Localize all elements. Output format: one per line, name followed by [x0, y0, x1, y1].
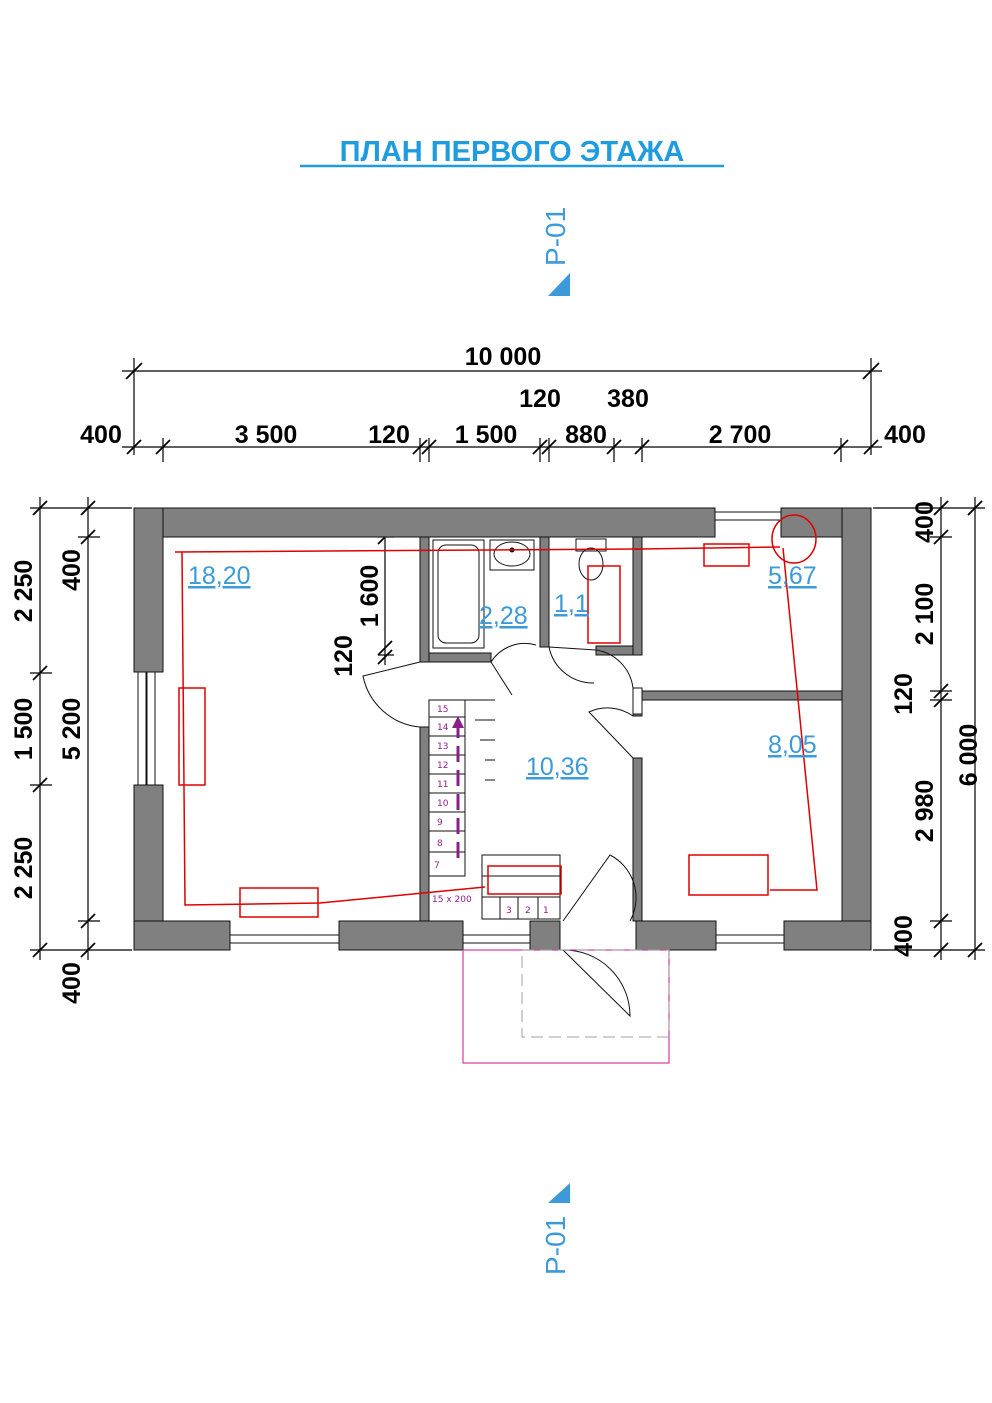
dim-left-inner: 400	[58, 962, 86, 1004]
stair-step-number: 13	[437, 742, 448, 752]
section-mark-bottom: P-01	[540, 1183, 571, 1275]
radiator	[587, 565, 621, 644]
dim-left-outer: 2 250	[10, 837, 38, 900]
stair-step-number: 14	[437, 723, 449, 733]
windows	[137, 511, 785, 944]
stair-step-number: 8	[437, 839, 443, 849]
dim-top-chain: 2 700	[709, 421, 772, 449]
room-area-living: 18,20	[188, 562, 251, 590]
dim-left-inner: 400	[58, 549, 86, 591]
dim-right-inner: 2 980	[911, 780, 939, 843]
dim-left-outer: 1 500	[10, 698, 38, 761]
stair-arrow-icon	[452, 716, 464, 728]
stair-step-number: 7	[434, 861, 440, 871]
radiator	[178, 687, 206, 786]
stair-step-number: 1	[543, 906, 549, 916]
heating-pipe	[770, 547, 818, 891]
dim-right-inner: 2 100	[911, 583, 939, 646]
dim-right-inner: 400	[911, 501, 939, 543]
dim-top-chain: 3 500	[235, 421, 298, 449]
dim-top-chain: 1 500	[455, 421, 518, 449]
porch-outline	[462, 949, 670, 1064]
heating-pipe	[174, 548, 641, 553]
staircase	[428, 699, 561, 920]
stair-note: 15 x 200	[432, 895, 472, 905]
stair-step-number: 3	[506, 906, 512, 916]
heating-pipe	[181, 551, 486, 906]
dim-top-total: 10 000	[465, 343, 541, 371]
dim-left-inner: 5 200	[58, 698, 86, 761]
doors	[362, 642, 643, 1018]
plumbing-fixtures	[432, 538, 607, 649]
dim-top-upper: 120	[519, 385, 561, 413]
dimension-labels: 10 000 120 380 400 3 500 120 1 500 880 2…	[10, 343, 983, 1004]
room-area-labels: 18,20 2,28 1,1 5,67 10,36 8,05	[188, 562, 817, 781]
section-mark-top: P-01	[540, 207, 571, 296]
room-area-wc: 1,1	[554, 590, 589, 618]
section-label-top: P-01	[540, 207, 571, 266]
dim-right-outer: 6 000	[955, 724, 983, 787]
dim-top-chain: 120	[368, 421, 410, 449]
heating-system	[174, 514, 818, 918]
dim-top-chain: 400	[884, 421, 926, 449]
room-area-small-room: 5,67	[768, 562, 817, 590]
dim-top-upper: 380	[607, 385, 649, 413]
room-area-hall: 10,36	[526, 753, 589, 781]
section-arrow-icon	[548, 273, 570, 296]
radiator	[688, 854, 769, 896]
radiator	[239, 887, 319, 918]
stair-step-number: 9	[437, 818, 443, 828]
sink	[489, 539, 535, 571]
dim-top-chain: 400	[80, 421, 122, 449]
section-arrow-icon	[548, 1183, 570, 1203]
heating-pipe	[639, 546, 781, 550]
dim-left-outer: 2 250	[10, 560, 38, 623]
porch-canopy	[521, 949, 670, 1038]
stair-step-number: 10	[437, 799, 449, 809]
stair-step-number: 12	[437, 761, 448, 771]
stair-step-numbers: 15 14 13 12 11 10 9 8 7 3 2 1 15 x 200	[432, 705, 549, 916]
dim-right-inner: 400	[890, 915, 918, 957]
dim-interior-wall: 120	[330, 635, 358, 677]
stair-step-number: 2	[525, 906, 531, 916]
section-label-bottom: P-01	[540, 1216, 571, 1275]
bathtub	[432, 539, 485, 649]
boiler	[771, 514, 817, 564]
stair-step-number: 11	[437, 780, 448, 790]
radiator	[487, 865, 562, 895]
stair-step-number: 15	[437, 705, 448, 715]
dim-interior-height: 1 600	[356, 565, 384, 628]
room-area-bedroom: 8,05	[768, 731, 817, 759]
toilet-bowl	[578, 547, 604, 581]
dim-right-inner: 120	[890, 673, 918, 715]
radiator	[703, 543, 750, 567]
walls	[133, 507, 872, 951]
dimension-lines	[30, 358, 985, 960]
toilet-tank	[575, 538, 607, 552]
dim-top-chain: 880	[565, 421, 607, 449]
room-area-bathroom: 2,28	[479, 602, 528, 630]
bathtub-inner	[437, 544, 480, 644]
plan-title: ПЛАН ПЕРВОГО ЭТАЖА	[340, 136, 685, 168]
